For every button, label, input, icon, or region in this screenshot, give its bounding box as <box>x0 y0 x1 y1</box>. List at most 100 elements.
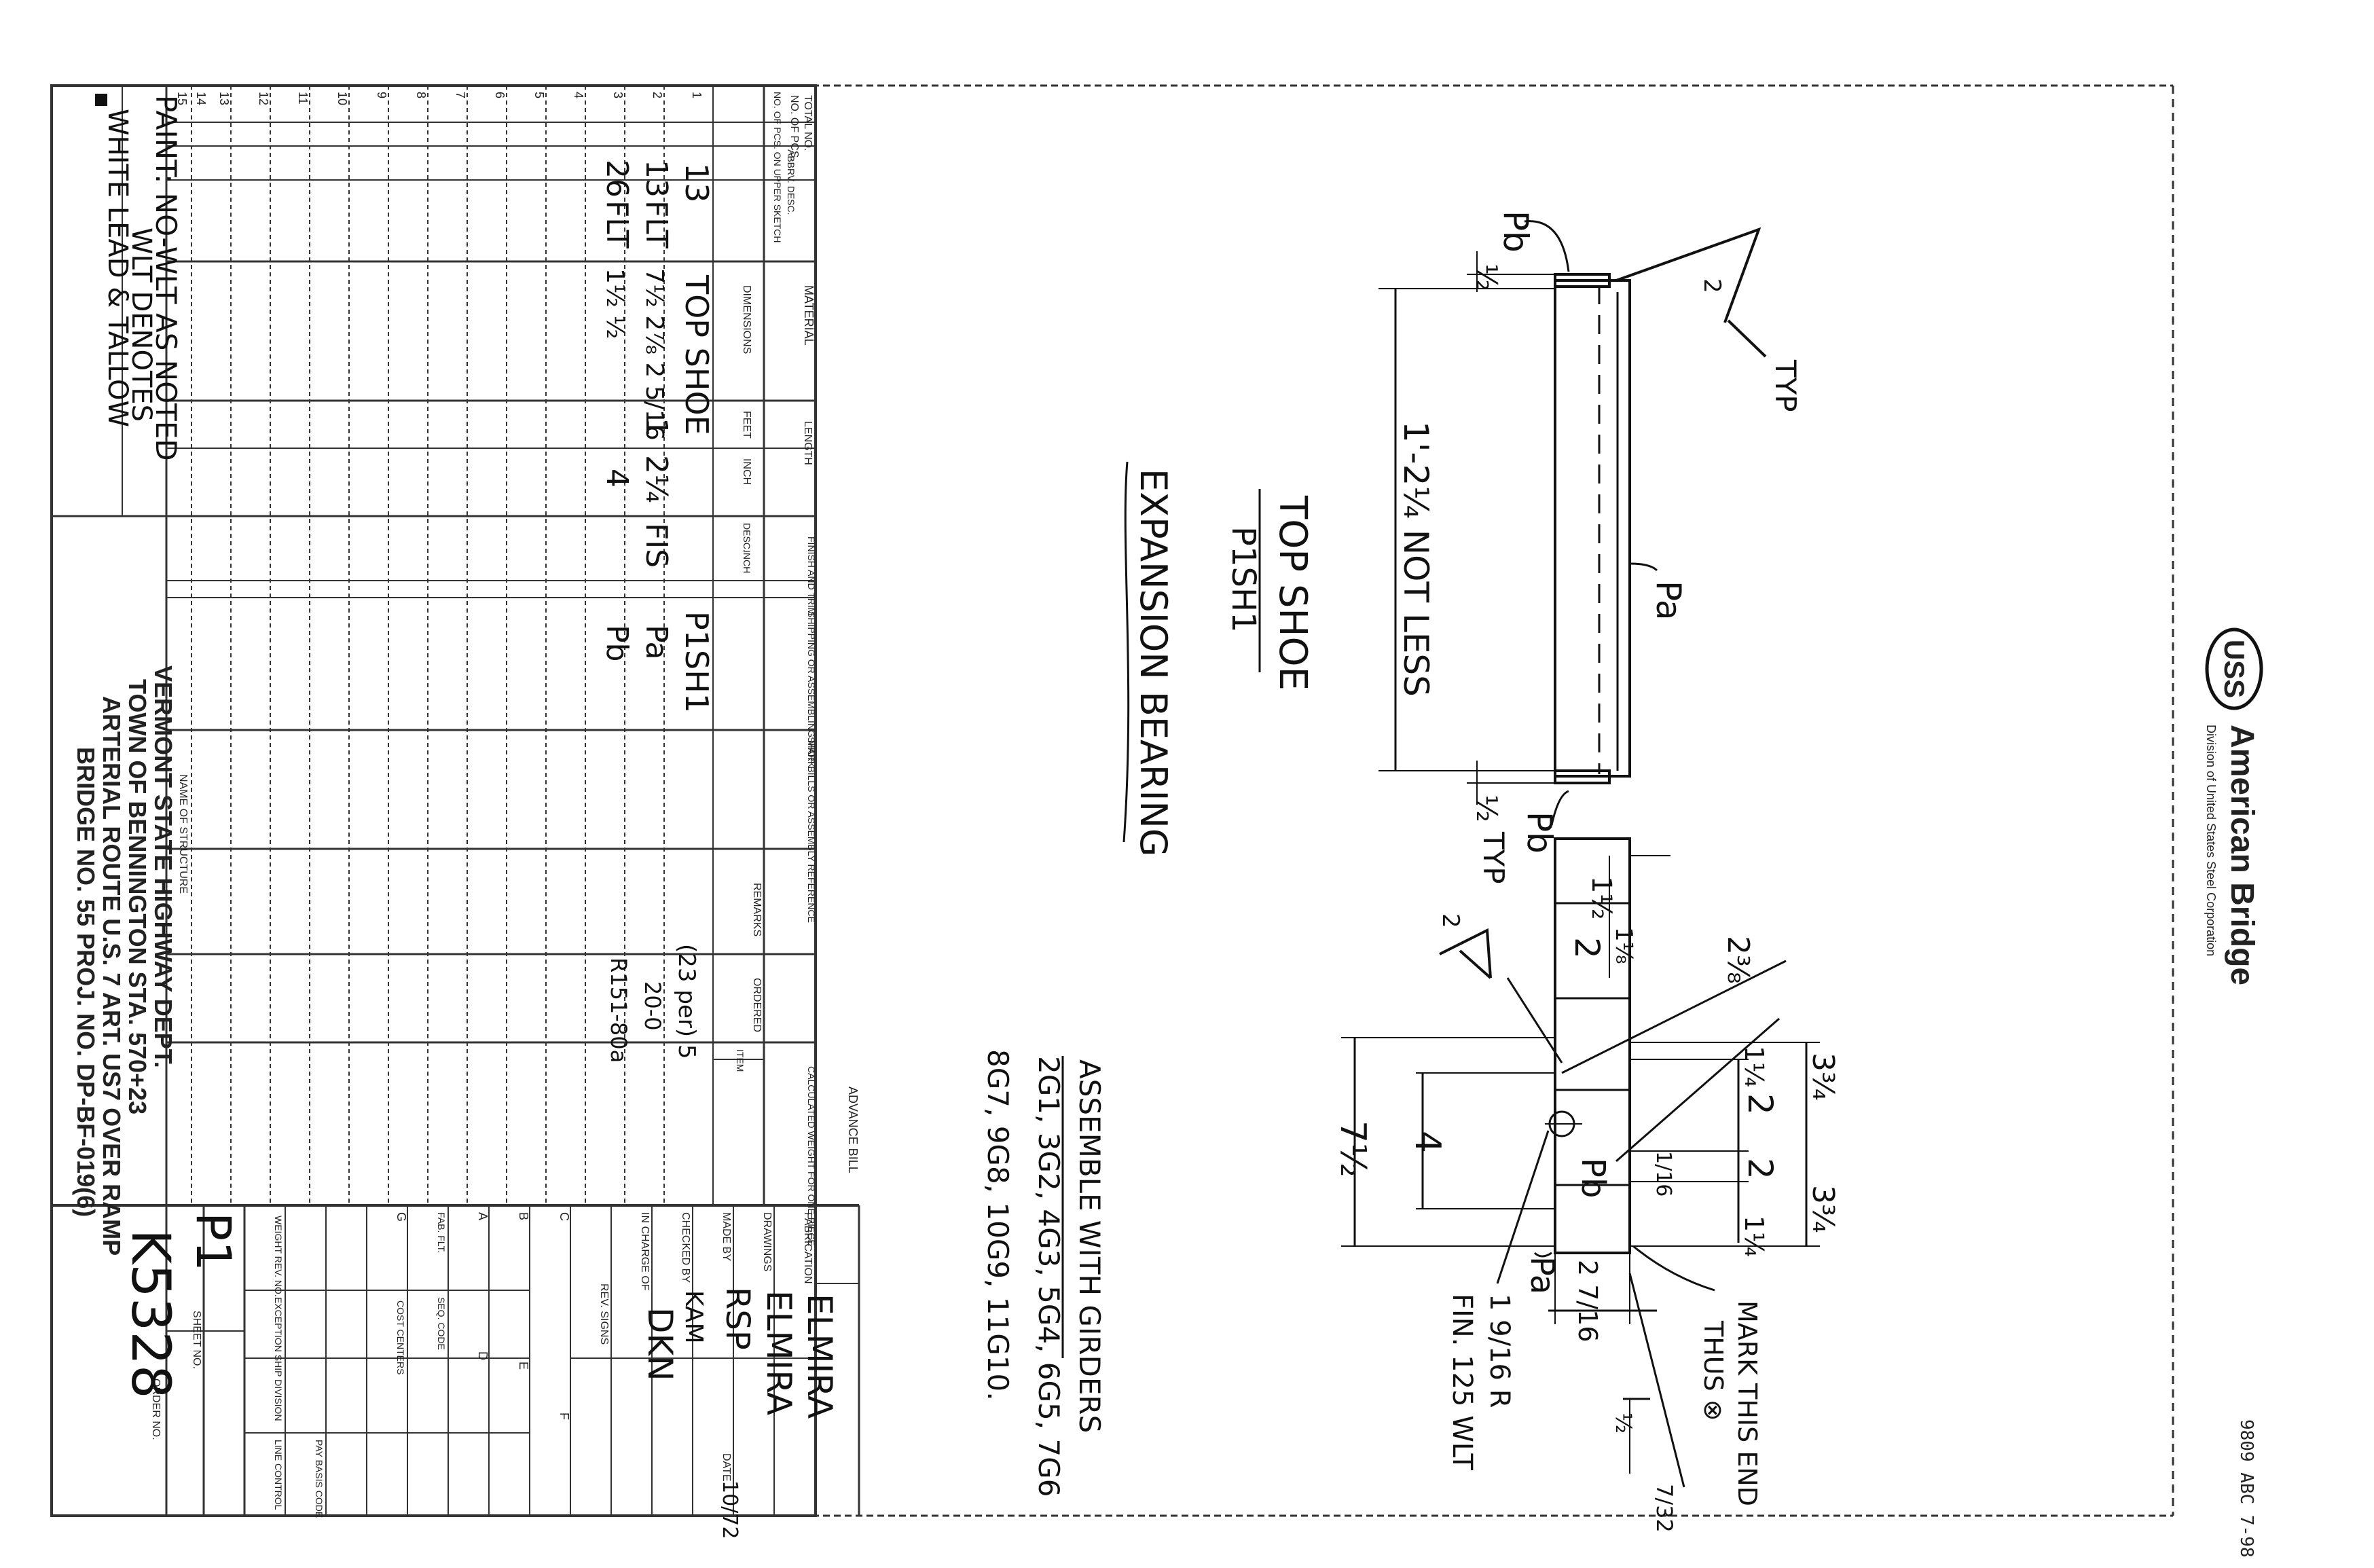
table-row-qty: 26 <box>600 160 634 198</box>
assemble-line-1: 2G1, 3G2, 4G3, 5G4, 6G5, 7G6 <box>1032 1056 1065 1497</box>
hdr-num: NO. OF PCS. <box>788 95 800 161</box>
grid-letter: G <box>395 1212 408 1222</box>
dim-two-c: 2 <box>1740 1158 1780 1180</box>
table-row-desc: FLT <box>639 200 674 249</box>
exception-label: EXCEPTION SHIP DIVISION <box>273 1297 284 1421</box>
weld-size-b: 2 <box>1437 913 1464 928</box>
weld-size-a: 2 <box>1698 278 1725 293</box>
structure-line-3: ARTERIAL ROUTE U.S. 7 ART. US7 OVER RAMP <box>98 696 126 1256</box>
top-shoe-plan <box>1341 837 1820 1488</box>
order-no-label: ORDER NO. <box>150 1379 162 1440</box>
table-row-desc: TOP SHOE <box>678 274 715 435</box>
bom-grid <box>50 84 860 1517</box>
structure-label: NAME OF STRUCTURE <box>177 774 189 894</box>
sheet-border <box>50 84 2174 1517</box>
made-by-label: MADE BY <box>720 1212 732 1261</box>
dim-one-q-b: 1¼ <box>1739 1216 1769 1257</box>
callout-pa-bottom: Pa <box>1523 1256 1561 1294</box>
row-number: 10 <box>335 92 349 105</box>
hdr-remarks: REMARKS <box>751 883 763 936</box>
table-row-qty: 13 <box>678 163 715 203</box>
row-number: 12 <box>257 92 270 105</box>
dim-two-eighths: 2⅜ <box>1721 936 1755 984</box>
dim-seven-half: 7½ <box>1332 1120 1373 1177</box>
fabrication-label: FABRICATION <box>802 1212 814 1284</box>
assemble-line-2: 8G7, 9G8, 10G9, 11G10. <box>981 1049 1015 1401</box>
mark-end-callout: MARK THIS END <box>1732 1300 1762 1506</box>
table-row-qty: 13 <box>639 160 674 198</box>
wlt-note: WLT DENOTES <box>126 227 157 422</box>
bom-headers: TOTAL NO. NO. OF PCS. NO. OF PCS. ON UPP… <box>735 92 860 1246</box>
grid-letter: C <box>558 1212 571 1221</box>
structure-line-2: TOWN OF BENNINGTON STA. 570+23 <box>124 679 151 1114</box>
grid-letter: B <box>517 1212 530 1220</box>
dim-half-b: ½ <box>1470 795 1503 822</box>
hdr-material: MATERIAL <box>802 285 816 346</box>
checked-value: KAM <box>680 1290 708 1344</box>
hdr-inch2: INCH <box>742 550 752 573</box>
hdr-dimensions: DIMENSIONS <box>741 285 752 354</box>
dim-two-a: 2 <box>1567 937 1607 959</box>
structure-name: VERMONT STATE HIGHWAY DEPT. TOWN OF BENN… <box>72 666 177 1256</box>
mark-end-callout-2: THUS ⊗ <box>1698 1320 1728 1421</box>
bom-row-numbers: 1 2 3 4 5 6 7 8 9 10 11 12 13 14 15 <box>175 92 704 105</box>
hdr-length: LENGTH <box>802 421 814 465</box>
dim-thirty-second: 7/32 <box>1651 1484 1677 1533</box>
hole-callout: 1 9/16 R <box>1484 1294 1515 1408</box>
drawings-value: ELMIRA <box>759 1290 799 1415</box>
table-row-dims: 7½ 2⅞ 2 5/16 <box>640 268 668 441</box>
logo-division: Division of United States Steel Corporat… <box>2204 725 2218 956</box>
callout-typ-a: TYP <box>1769 359 1802 412</box>
fab-label: FAB. FLT. <box>436 1212 447 1253</box>
sheet-no-value: P1 <box>185 1212 241 1271</box>
paint-note: PAINT: NO-WLT AS NOTED <box>149 95 183 461</box>
made-by-value: RSP <box>718 1287 756 1350</box>
length-note: 1'-2¼ NOT LESS <box>1396 421 1436 697</box>
row-number: 15 <box>175 92 189 105</box>
grid-letter: A <box>476 1212 490 1220</box>
row-number: 2 <box>651 92 664 98</box>
dim-three-q-b: 3¾ <box>1806 1185 1840 1233</box>
table-row-inch: 4 <box>600 469 634 488</box>
cost-centers-label: COST CENTERS <box>395 1300 406 1374</box>
hdr-total: TOTAL NO. <box>802 95 814 151</box>
corner-code: 9809 ABC 7-98 <box>2236 1419 2257 1558</box>
order-no-value: K5328 <box>120 1229 181 1399</box>
row-number: 3 <box>611 92 625 98</box>
dim-four: 4 <box>1407 1131 1448 1153</box>
pay-basis-label: PAY BASIS CODE <box>314 1440 325 1518</box>
callout-pa-top: Pa <box>1649 581 1688 621</box>
hdr-pcs: NO. OF PCS. ON UPPER SKETCH <box>772 92 783 242</box>
table-row-mark: Pb <box>600 625 634 661</box>
row-number: 9 <box>375 92 388 98</box>
company-logo: USS American Bridge Division of United S… <box>2204 627 2263 985</box>
dim-three-q-a: 3¾ <box>1806 1053 1840 1101</box>
dim-one-half: 1½ <box>1586 876 1617 919</box>
dim-one-sixteenth: 1/16 <box>1651 1151 1675 1197</box>
table-row-mark: P1SH1 <box>678 611 715 713</box>
line-control-label: LINE CONTROL <box>273 1440 284 1510</box>
wlt-note-2: WHITE LEAD & TALLOW <box>102 109 133 427</box>
dim-half-c: ½ <box>1611 1412 1637 1434</box>
table-row-mark: Pa <box>639 625 674 660</box>
fin-callout: FIN. 125 WLT <box>1446 1294 1478 1471</box>
row-number: 14 <box>194 92 208 105</box>
dim-two-b: 2 <box>1740 1093 1780 1115</box>
hdr-inch: INCH <box>741 458 752 485</box>
table-row-dims: 1½ ½ <box>601 268 629 339</box>
drawings-label: DRAWINGS <box>761 1212 773 1271</box>
row-number: 13 <box>217 92 231 105</box>
logo-mark: USS <box>2218 640 2250 698</box>
grid-letter: D <box>476 1351 490 1360</box>
hdr-abbrev: ABBRV. DESC. <box>786 149 797 215</box>
fabrication-value: ELMIRA <box>800 1294 839 1419</box>
table-row-desc: FLT <box>600 200 634 249</box>
grid-letter: E <box>517 1362 530 1370</box>
hdr-item: ITEM <box>735 1049 746 1072</box>
callout-pb-mid: Pb <box>1520 812 1559 854</box>
stamp-mark <box>95 94 107 106</box>
hdr-calculated: CALCULATED WEIGHT FOR ONE PIECE <box>806 1066 817 1246</box>
date-label: DATE <box>720 1453 732 1481</box>
bom-rows: 13 TOP SHOE P1SH1 (23 per) 5 13 FLT 7½ 2… <box>600 160 715 1063</box>
